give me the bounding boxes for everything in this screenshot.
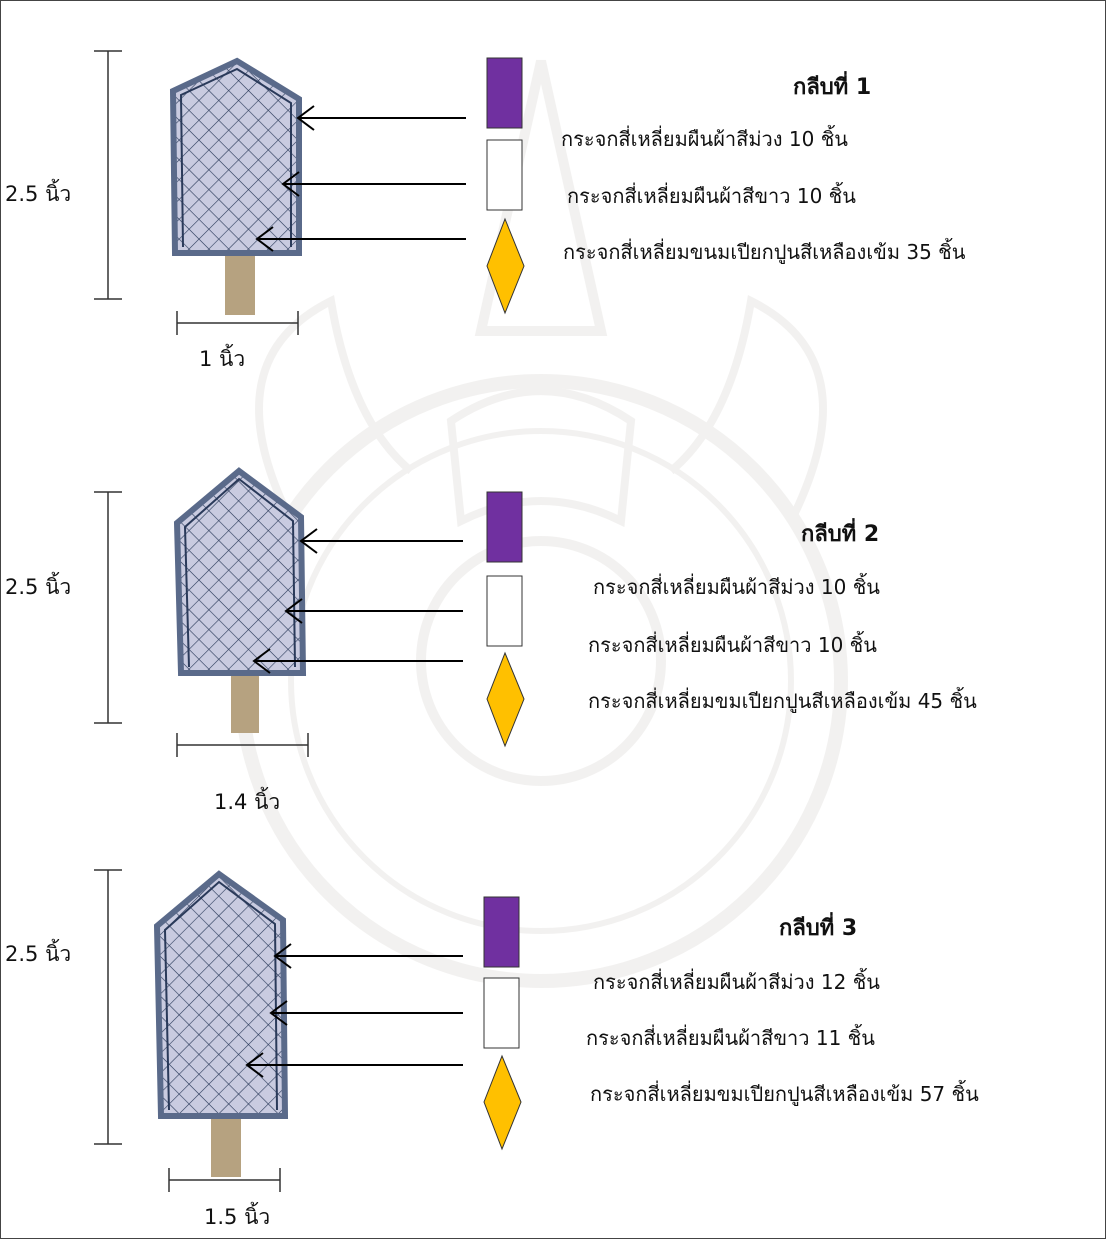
material-item-yellow: กระจกสี่เหลี่ยมขนมเปียกปูนสีเหลืองเข้ม 3…	[563, 240, 966, 264]
material-item-yellow: กระจกสี่เหลี่ยมขมเปียกปูนสีเหลืองเข้ม 45…	[588, 689, 977, 713]
width-dimension-line	[176, 733, 309, 757]
petal-title: กลีบที่ 1	[793, 75, 872, 100]
arrow-left-icon	[245, 943, 463, 1078]
height-label: 2.5 นิ้ว	[5, 942, 72, 966]
material-item-purple: กระจกสี่เหลี่ยมผืนผ้าสีม่วง 10 ชิ้น	[561, 127, 848, 151]
petal-section-1: 2.5 นิ้ว 1 นิ้ว กลีบที่ 1 กระจกสี่เหลี่ย…	[1, 1, 1105, 411]
material-item-white: กระจกสี่เหลี่ยมผืนผ้าสีขาว 10 ชิ้น	[588, 633, 877, 657]
yellow-diamond-icon	[486, 651, 525, 748]
yellow-diamond-icon	[486, 217, 525, 315]
purple-rectangle-icon	[486, 57, 523, 129]
petal-3-drawing	[94, 869, 522, 1192]
petal-shape	[173, 467, 307, 733]
material-item-yellow: กระจกสี่เหลี่ยมขมเปียกปูนสีเหลืองเข้ม 57…	[590, 1082, 979, 1106]
width-label: 1.5 นิ้ว	[204, 1205, 271, 1229]
width-dimension-line	[176, 311, 299, 335]
arrow-left-icon	[255, 105, 466, 252]
purple-rectangle-icon	[486, 491, 523, 563]
white-rectangle-icon	[486, 575, 523, 647]
arrow-left-icon	[252, 528, 463, 674]
height-dimension-line	[94, 50, 122, 300]
material-item-purple: กระจกสี่เหลี่ยมผืนผ้าสีม่วง 12 ชิ้น	[593, 970, 880, 994]
petal-title: กลีบที่ 2	[801, 522, 880, 547]
purple-rectangle-icon	[483, 896, 520, 968]
petal-title: กลีบที่ 3	[779, 916, 858, 941]
height-dimension-line	[94, 491, 122, 724]
width-label: 1.4 นิ้ว	[214, 790, 281, 814]
yellow-diamond-icon	[483, 1054, 522, 1151]
width-dimension-line	[168, 1168, 281, 1192]
petal-shape	[153, 870, 289, 1177]
width-label: 1 นิ้ว	[199, 347, 246, 371]
material-item-white: กระจกสี่เหลี่ยมผืนผ้าสีขาว 10 ชิ้น	[567, 184, 856, 208]
white-rectangle-icon	[483, 977, 520, 1049]
height-dimension-line	[94, 869, 122, 1145]
petal-1-drawing	[94, 50, 525, 335]
material-item-white: กระจกสี่เหลี่ยมผืนผ้าสีขาว 11 ชิ้น	[586, 1026, 875, 1050]
height-label: 2.5 นิ้ว	[5, 575, 72, 599]
petal-2-drawing	[94, 467, 525, 757]
height-label: 2.5 นิ้ว	[5, 182, 72, 206]
petal-shape	[169, 57, 302, 315]
petal-section-3: 2.5 นิ้ว 1.5 นิ้ว กลีบที่ 3 กระจกสี่เหลี…	[1, 856, 1105, 1238]
material-item-purple: กระจกสี่เหลี่ยมผืนผ้าสีม่วง 10 ชิ้น	[593, 575, 880, 599]
white-rectangle-icon	[486, 139, 523, 211]
petal-section-2: 2.5 นิ้ว 1.4 นิ้ว กลีบที่ 2 กระจกสี่เหลี…	[1, 441, 1105, 841]
